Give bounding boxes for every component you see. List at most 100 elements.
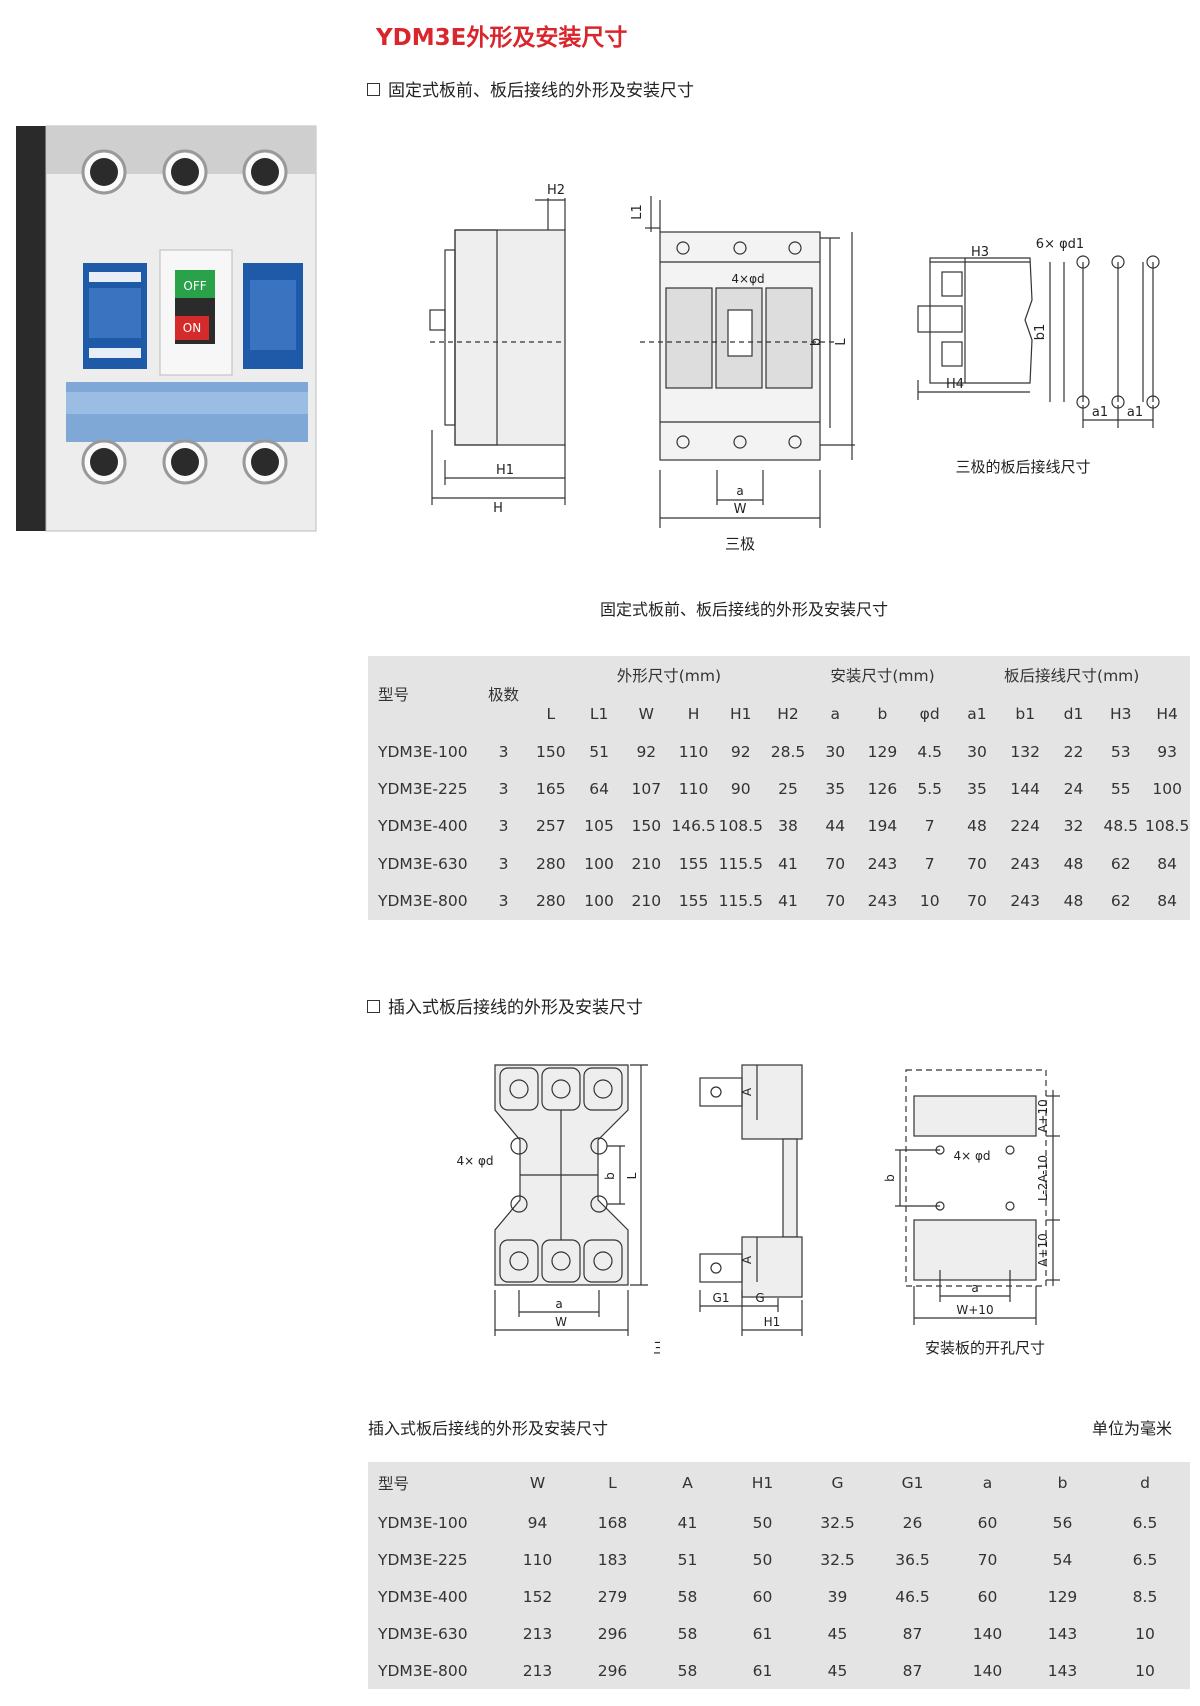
table-cell: 36.5 — [895, 1550, 930, 1569]
table-cell: 6.5 — [1132, 1513, 1158, 1532]
plugin-side-view-diagram: A A G1 G H1 — [699, 1064, 803, 1336]
table-cell: 243 — [1010, 854, 1040, 873]
table2-caption: 插入式板后接线的外形及安装尺寸 — [368, 1419, 609, 1438]
col-header: b — [1057, 1474, 1068, 1492]
table-cell: 3 — [498, 854, 509, 873]
label-w: W — [734, 502, 747, 517]
label-b: b — [809, 338, 824, 346]
table-cell: 10 — [1135, 1624, 1155, 1643]
table-cell: 90 — [730, 779, 751, 798]
plugin-label-a: a — [555, 1297, 562, 1311]
col-header: G1 — [901, 1474, 924, 1492]
model-cell: YDM3E-100 — [378, 742, 468, 761]
cutout-label-a10-top: A+10 — [1036, 1099, 1050, 1133]
table-cell: 24 — [1063, 779, 1084, 798]
table-cell: 105 — [584, 817, 614, 836]
plugin-label-w: W — [555, 1315, 567, 1329]
col-header: a — [982, 1474, 993, 1492]
table-cell: 58 — [677, 1624, 698, 1643]
table-cell: 87 — [902, 1661, 923, 1680]
table-cell: 26 — [902, 1513, 923, 1532]
table-cell: 168 — [597, 1513, 628, 1532]
fixed-dimensions-table: 型号 极数 外形尺寸(mm) 安装尺寸(mm) 板后接线尺寸(mm) L L1 … — [368, 656, 1190, 920]
model-cell: YDM3E-400 — [378, 1587, 468, 1606]
table-cell: 38 — [778, 817, 798, 836]
table-cell: 64 — [589, 779, 609, 798]
fixed-front-caption: 三极 — [725, 535, 755, 553]
table-cell: 94 — [527, 1513, 548, 1532]
col-header: G — [831, 1474, 844, 1492]
table-cell: 3 — [498, 892, 509, 911]
header-poles: 极数 — [488, 686, 520, 705]
table-cell: 6.5 — [1132, 1550, 1158, 1569]
table-cell: 155 — [678, 892, 709, 911]
label-h2: H2 — [547, 183, 565, 198]
col-header: L — [546, 704, 556, 723]
table-cell: 25 — [778, 779, 798, 798]
table-cell: 60 — [977, 1513, 998, 1532]
cutout-label-w10: W+10 — [956, 1303, 993, 1317]
col-header: b — [877, 704, 888, 723]
model-cell: YDM3E-400 — [378, 817, 468, 836]
plugin-label-l: L — [625, 1172, 639, 1179]
table-cell: 45 — [827, 1624, 848, 1643]
label-h3: H3 — [971, 245, 989, 260]
table-cell: 3 — [498, 779, 509, 798]
table-cell: 8.5 — [1132, 1587, 1158, 1606]
table-cell: 30 — [825, 742, 846, 761]
label-hole-4phid: 4×φd — [731, 272, 764, 286]
table-cell: 243 — [867, 854, 898, 873]
table-cell: 58 — [677, 1661, 698, 1680]
cutout-label-hole: 4× φd — [953, 1149, 990, 1163]
section2-heading: 插入式板后接线的外形及安装尺寸 — [367, 993, 643, 1018]
table-cell: 70 — [967, 892, 987, 911]
table-cell: 22 — [1063, 742, 1084, 761]
table-cell: 115.5 — [718, 854, 763, 873]
checkbox-square-icon — [367, 999, 380, 1013]
side-label-h1: H1 — [764, 1315, 781, 1329]
table-cell: 48.5 — [1103, 817, 1138, 836]
table-cell: 50 — [752, 1513, 773, 1532]
col-header: W — [638, 704, 654, 723]
col-header: H1 — [751, 1474, 774, 1492]
rear-wiring-diagram: 6× φd1 H3 H4 b1 a1 a1 三极的板后接线尺寸 — [917, 237, 1160, 476]
side-label-a-top: A — [740, 1087, 754, 1096]
col-header: 型号 — [378, 1475, 410, 1493]
side-label-g: G — [755, 1291, 764, 1305]
table-cell: 62 — [1110, 854, 1131, 873]
table-cell: 44 — [825, 817, 846, 836]
side-label-a-bottom: A — [740, 1255, 754, 1264]
section1-heading: 固定式板前、板后接线的外形及安装尺寸 — [367, 76, 694, 101]
table-cell: 87 — [902, 1624, 923, 1643]
col-header: W — [529, 1474, 546, 1492]
table-cell: 150 — [631, 817, 662, 836]
col-header: d — [1140, 1474, 1150, 1492]
table-cell: 108.5 — [1144, 817, 1190, 836]
table-cell: 279 — [597, 1587, 628, 1606]
table-cell: 110 — [522, 1550, 553, 1569]
col-header: H4 — [1156, 704, 1178, 723]
model-cell: YDM3E-630 — [378, 854, 468, 873]
table-cell: 5.5 — [917, 779, 943, 798]
table-cell: 107 — [631, 779, 662, 798]
table-cell: 165 — [536, 779, 566, 798]
table-cell: 70 — [967, 854, 987, 873]
table-cell: 7 — [924, 817, 935, 836]
unit-note: 单位为毫米 — [1092, 1419, 1173, 1438]
model-cell: YDM3E-630 — [378, 1624, 468, 1643]
plugin-front-view-diagram: 4× φd b L a W 三极 — [456, 1064, 660, 1355]
label-h1: H1 — [496, 463, 514, 478]
col-header: L1 — [589, 704, 609, 723]
col-header: a1 — [967, 704, 987, 723]
table-cell: 132 — [1010, 742, 1040, 761]
table-cell: 35 — [967, 779, 987, 798]
table-cell: 150 — [536, 742, 566, 761]
header-model: 型号 — [378, 686, 410, 705]
label-l: L — [834, 338, 849, 346]
